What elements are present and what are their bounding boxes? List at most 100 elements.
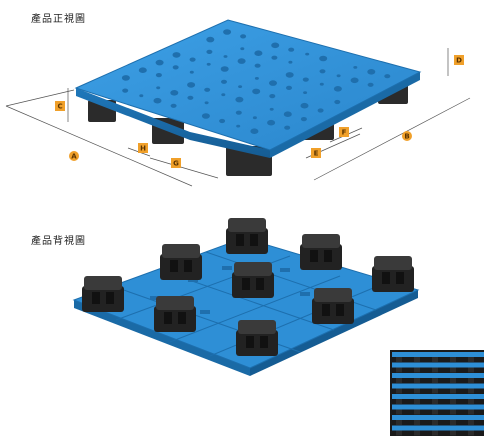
deck-hole <box>271 55 278 60</box>
foot-slot <box>336 304 344 316</box>
badge-f-label: F <box>342 129 347 137</box>
deck-hole <box>206 36 215 43</box>
foot-slot <box>260 336 268 348</box>
foot-slot <box>170 260 178 272</box>
deck-hole <box>300 117 307 122</box>
deck-hole <box>223 55 228 58</box>
stack-pallet <box>392 352 484 357</box>
stack-foot <box>414 378 420 383</box>
slot <box>300 292 310 296</box>
stack-foot <box>396 399 402 404</box>
back-feet <box>82 218 414 356</box>
deck-hole <box>286 85 292 90</box>
foot-slot <box>310 250 318 262</box>
deck-hole <box>267 119 276 126</box>
deck-hole <box>384 74 391 79</box>
deck-hole <box>336 74 341 78</box>
foot-top <box>374 256 412 270</box>
deck-hole <box>367 69 376 75</box>
dim-ext <box>5 89 75 107</box>
badge-d-label: D <box>456 57 462 65</box>
badge-a: A <box>69 151 79 161</box>
deck-hole <box>201 113 210 119</box>
deck-hole <box>288 60 293 64</box>
stack-foot <box>450 399 456 404</box>
stack-foot <box>414 367 420 373</box>
stack-foot <box>468 388 474 394</box>
front-view-pallet <box>74 19 422 176</box>
stack-foot <box>432 430 438 436</box>
badge-h-label: H <box>140 145 146 153</box>
deck-hole <box>221 93 226 97</box>
stack-foot <box>396 388 402 394</box>
badge-b-label: B <box>404 133 409 141</box>
slot <box>150 296 160 300</box>
deck-side-edge <box>270 72 420 158</box>
stack-pallet <box>392 404 484 410</box>
stack-foot <box>468 420 474 425</box>
stack-foot <box>396 378 402 383</box>
deck-hole <box>170 103 177 108</box>
deck-hole <box>206 62 211 66</box>
deck-hole <box>302 77 309 82</box>
stack-foot <box>432 420 438 425</box>
deck-hole <box>204 101 209 105</box>
foot-top <box>302 234 340 248</box>
deck-hole <box>319 82 324 86</box>
deck-hole <box>153 97 162 104</box>
deck-hole <box>235 110 242 115</box>
deck-hole <box>219 118 226 124</box>
foot-top <box>234 262 272 276</box>
slot <box>200 310 210 314</box>
foot-slot <box>164 312 172 324</box>
stack-layers <box>392 352 484 436</box>
stack-foot <box>396 420 402 425</box>
deck-hole <box>353 66 358 69</box>
deck-hole <box>317 108 324 113</box>
deck-hole <box>319 55 328 62</box>
badge-h: H <box>138 143 148 153</box>
badge-e: E <box>311 148 321 158</box>
badge-f: F <box>339 127 349 137</box>
foot-slot <box>92 292 100 304</box>
stack-pallet <box>392 394 484 399</box>
back-foot <box>154 296 196 332</box>
stack-pallet <box>392 425 484 431</box>
front-dimension-lines <box>5 48 471 187</box>
deck-hole <box>122 88 129 93</box>
dim-line-a <box>5 105 193 187</box>
deck-hole <box>237 58 246 64</box>
foot-slot <box>178 312 186 324</box>
badge-c-label: C <box>57 103 62 111</box>
stack-foot <box>414 420 420 425</box>
deck-hole <box>138 67 147 73</box>
deck-hole <box>204 87 211 92</box>
deck-hole <box>300 102 309 109</box>
back-view-pallet <box>72 218 420 376</box>
stack-foot <box>414 430 420 436</box>
foot-slot <box>236 234 244 246</box>
deck-hole <box>283 111 292 117</box>
deck-hole <box>189 57 196 62</box>
stack-foot <box>450 388 456 394</box>
stack-pallet <box>392 362 484 368</box>
foot-top <box>228 218 266 232</box>
stack-foot <box>468 399 474 404</box>
badge-a-label: A <box>71 153 77 161</box>
foot-slot <box>184 260 192 272</box>
deck-hole <box>236 124 241 128</box>
deck-hole <box>155 59 164 66</box>
stack-foot <box>450 430 456 436</box>
deck-hole <box>156 86 161 90</box>
deck-hole <box>350 77 359 84</box>
deck-hole <box>139 94 144 98</box>
stack-foot <box>468 430 474 436</box>
back-foot <box>236 320 278 356</box>
deck-hole <box>269 107 274 111</box>
deck-hole <box>333 86 342 92</box>
deck-hole <box>206 49 213 55</box>
deck-hole <box>254 77 259 80</box>
deck-hole <box>223 29 232 35</box>
stacked-pallets <box>390 350 484 436</box>
foot-slot <box>324 250 332 262</box>
